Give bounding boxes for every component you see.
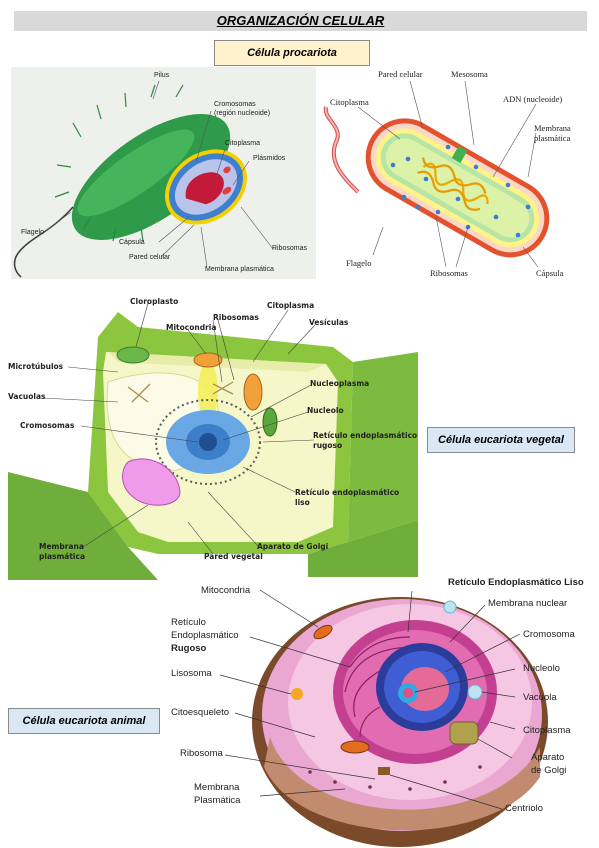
label-citoplasma: Citoplasma [523,725,571,736]
label-pared-celular: Pared celular [378,69,423,79]
label-de-golgi: de Golgi [531,765,567,776]
label-membrana-nuclear: Membrana nuclear [488,598,568,609]
label-cromosomas: Cromosomas [214,101,256,108]
label-adn-nucleoide: ADN (nucleoide) [503,94,563,104]
label-mesosoma: Mesosoma [451,69,488,79]
label-ribosomas: Ribosomas [430,268,468,278]
label-cromosoma: Cromosoma [523,629,575,640]
label-reticulo-liso: Retículo endoplasmático [295,488,400,497]
label-nucleolo: Nucleolo [523,663,560,674]
label-ribosomas: Ribosomas [272,245,308,252]
label-membrana-plasmatica: Membrana plasmática [205,266,274,273]
label-membrana: Membrana [534,123,571,133]
label-membrana: Membrana [39,542,84,551]
label-cloroplasto: Cloroplasto [130,297,179,306]
label-capsula: Cápsula [119,239,145,246]
prokaryote-3d-illustration [13,80,274,278]
label-aparato-golgi: Aparato de Golgi [257,542,329,551]
label-plasmatica: plasmática [39,552,86,561]
label-endoplasmatico: Endoplasmático [171,630,239,641]
label-flagelo: Flagelo [21,229,44,236]
label-reticulo: Retículo [171,617,206,628]
prokaryote-2d-illustration [323,80,550,268]
label-citoplasma: Citoplasma [267,301,315,310]
label-nucleolo: Nucleolo [307,406,344,415]
label-flagelo: Flagelo [346,258,372,268]
label-aparato: Aparato [531,752,565,763]
label-reticulo-liso: Retículo Endoplasmático Liso [448,577,584,588]
prokaryote-2d-diagram: Pared celular Mesosoma Citoplasma ADN (n… [318,67,587,279]
box-plant-cell: Célula eucariota vegetal [427,427,575,453]
label-pared-vegetal: Pared vegetal [204,552,263,561]
label-centriolo: Centriolo [505,803,544,814]
label-lisosoma: Lisosoma [171,668,212,679]
label-mitocondria: Mitocondria [201,585,251,596]
animal-cell-illustration [219,589,548,847]
label-vacuolas: Vacuolas [8,392,46,401]
label-plasmidos: Plásmidos [253,155,286,162]
label-vacuola: Vacuola [523,692,557,703]
label-citoesqueleto: Citoesqueleto [171,707,230,718]
box-prokaryote: Célula procariota [214,40,370,66]
label-capsula: Cápsula [536,268,564,278]
label-ribosomas: Ribosomas [213,313,259,322]
animal-cell-diagram: Retículo Endoplasmático Liso Mitocondria… [160,577,597,847]
label-microtubulos: Microtúbulos [8,362,64,371]
prokaryote-3d-diagram: Pilus Cromosomas (región nucleoide) Cito… [11,67,316,279]
plant-cell-diagram: Cloroplasto Citoplasma Ribosomas Mitocon… [8,292,418,580]
label-membrana: Membrana [194,782,240,793]
plant-cell-illustration [8,302,418,580]
label-nucleoplasma: Nucleoplasma [310,379,370,388]
label-reticulo-rugoso: Retículo endoplasmático [313,431,418,440]
label-pared-celular: Pared celular [129,254,171,261]
label-mitocondria: Mitocondria [166,323,217,332]
page-title: ORGANIZACIÓN CELULAR [14,11,587,31]
label-plasmatica: plasmática [534,133,571,143]
label-region-nucleoide: (región nucleoide) [214,110,271,117]
label-plasmatica: Plasmática [194,795,241,806]
label-citoplasma: Citoplasma [225,140,261,147]
label-liso: liso [295,498,310,507]
label-cromosomas: Cromosomas [20,421,75,430]
label-vesiculas: Vesículas [309,318,349,327]
label-rugoso: rugoso [313,441,343,450]
box-animal-cell: Célula eucariota animal [8,708,160,734]
label-ribosoma: Ribosoma [180,748,223,759]
label-citoplasma: Citoplasma [330,97,369,107]
label-pilus: Pilus [154,72,170,79]
label-rugoso: Rugoso [171,643,207,654]
